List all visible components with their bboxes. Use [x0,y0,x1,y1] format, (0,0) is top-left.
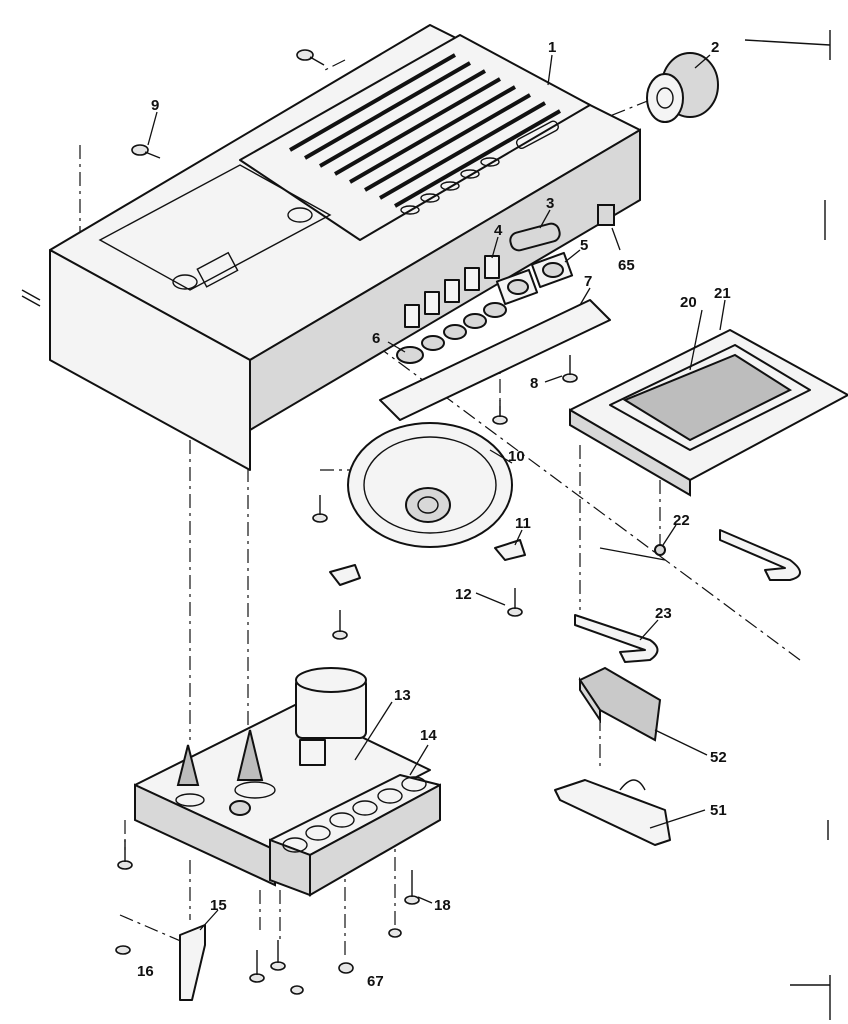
screw-bottom-b [270,940,286,971]
screw-top [296,49,325,66]
callout-12: 12 [455,586,472,603]
frame-marks [744,30,831,1020]
cabinet-front-slots [400,120,559,215]
screw-16 [115,945,131,955]
callout-11: 11 [515,515,531,532]
slide-switch [509,222,561,252]
push-buttons [404,255,500,328]
callout-9: 9 [151,97,159,114]
callout-2: 2 [711,39,719,56]
spring-wire [599,544,666,561]
cabinet-housing [49,24,641,471]
screw-speaker-left [312,495,328,523]
speaker-clip-11 [494,539,526,561]
vent-grille [289,53,561,208]
screw-left [21,289,41,307]
screw-chassis-left [117,840,133,870]
washer-67 [338,962,354,974]
sponge-pad [578,666,662,742]
screw-9 [131,144,161,159]
speaker-clip-left [329,564,361,586]
screw-8 [562,355,578,383]
screw-speaker-bottom [332,610,348,640]
callout-3: 3 [546,195,554,212]
washer-key [388,928,402,938]
screw-18 [404,870,420,905]
washer-bottom [290,985,304,995]
leader-lines [147,54,726,931]
speaker [347,422,513,548]
callout-22: 22 [673,512,690,529]
screws [21,49,578,995]
battery-cover [554,779,671,846]
callout-7: 7 [584,273,592,290]
callout-65: 65 [618,257,635,274]
callout-13: 13 [394,687,411,704]
callout-20: 20 [680,294,697,311]
lever-15 [179,924,206,1001]
callout-23: 23 [655,605,672,622]
callout-52: 52 [710,749,727,766]
display-bezel [569,329,848,497]
clip-65 [597,204,615,226]
knob-plates [495,251,574,306]
bracket-23 [574,614,659,663]
callout-10: 10 [508,448,525,465]
callout-18: 18 [434,897,451,914]
callout-8: 8 [530,375,538,392]
circuit-board [379,299,611,421]
callout-67: 67 [367,973,384,990]
callout-1: 1 [548,39,556,56]
screw-board [492,400,508,425]
callout-14: 14 [420,727,437,744]
screw-12 [507,588,523,617]
callout-51: 51 [710,802,727,819]
callout-labels: 1 2 3 4 5 6 7 8 9 10 11 12 13 14 15 16 1… [137,39,731,990]
callout-4: 4 [494,222,503,239]
tape-mechanism [134,667,431,887]
callout-16: 16 [137,963,154,980]
tuning-knob [646,52,719,123]
screw-bottom-a [249,950,265,983]
key-row [269,774,441,897]
callout-6: 6 [372,330,380,347]
callout-5: 5 [580,237,588,254]
callout-15: 15 [210,897,227,914]
bracket-right [719,529,801,581]
callout-21: 21 [714,285,731,302]
